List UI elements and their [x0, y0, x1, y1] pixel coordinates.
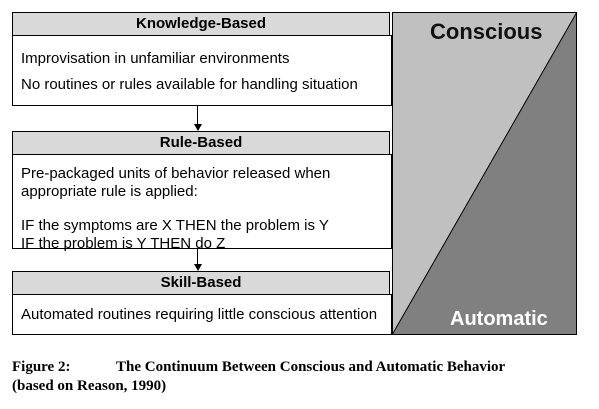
arrow-rule-to-skill — [194, 249, 202, 271]
automatic-label: Automatic — [450, 308, 548, 330]
figure-source: (based on Reason, 1990) — [12, 378, 167, 394]
knowledge-based-header: Knowledge-Based — [12, 12, 390, 36]
knowledge-line-1: Improvisation in unfamiliar environments — [21, 50, 290, 67]
continuum-diagonal — [392, 12, 577, 335]
knowledge-line-2: No routines or rules available for handl… — [21, 76, 358, 93]
continuum-border — [392, 12, 577, 335]
skill-line-1: Automated routines requiring little cons… — [21, 306, 378, 323]
skill-based-box: Automated routines requiring little cons… — [12, 294, 392, 335]
figure-number: Figure 2: — [12, 359, 71, 375]
continuum-triangles — [392, 12, 577, 335]
rule-based-header: Rule-Based — [12, 131, 390, 155]
rule-based-box: Pre-packaged units of behavior released … — [12, 154, 392, 252]
figure-caption: Figure 2: The Continuum Between Conscious… — [12, 358, 597, 396]
continuum-panel: Conscious Automatic — [392, 12, 577, 335]
rule-line-4: IF the problem is Y THEN do Z — [21, 235, 226, 252]
figure-title: The Continuum Between Conscious and Auto… — [116, 359, 506, 375]
diagram: Conscious Automatic Knowledge-Based Impr… — [12, 12, 577, 335]
rule-line-1: Pre-packaged units of behavior released … — [21, 165, 331, 182]
conscious-label: Conscious — [430, 19, 543, 44]
skill-based-header: Skill-Based — [12, 271, 390, 295]
rule-line-2: appropriate rule is applied: — [21, 183, 198, 200]
rule-line-3: IF the symptoms are X THEN the problem i… — [21, 217, 329, 234]
knowledge-based-box: Improvisation in unfamiliar environments… — [12, 35, 392, 106]
arrow-knowledge-to-rule — [194, 106, 202, 131]
